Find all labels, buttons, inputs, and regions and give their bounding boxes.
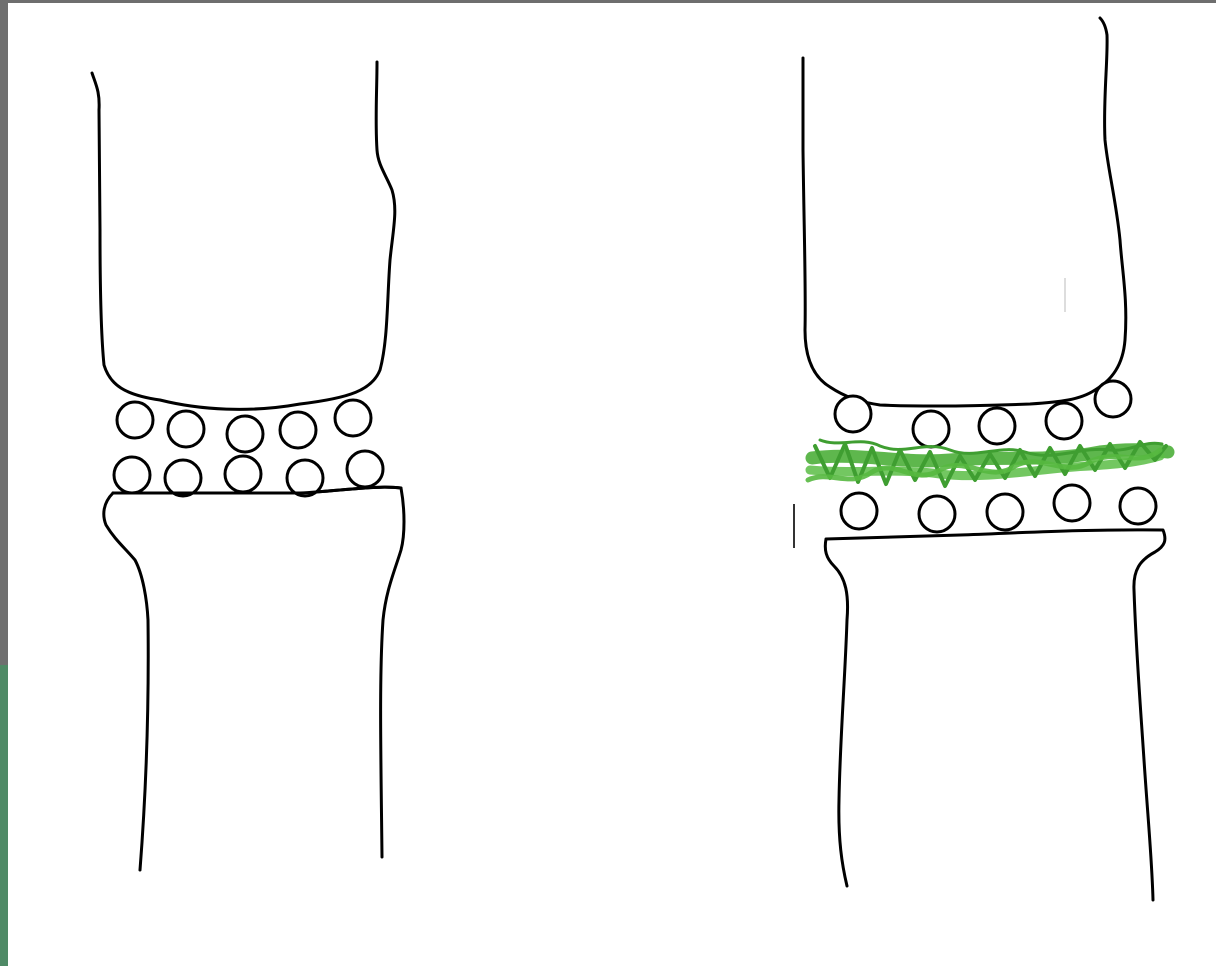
left-ball-row-top [117, 400, 371, 452]
left-lower-bone [104, 487, 404, 870]
right-ball [1120, 488, 1156, 524]
left-ball [347, 451, 383, 487]
left-ball [335, 400, 371, 436]
left-ball [114, 457, 150, 493]
right-joint-drawing [794, 18, 1168, 900]
green-scribble-layer [808, 440, 1168, 486]
right-ball-row-top [835, 381, 1131, 447]
left-upper-bone [92, 62, 395, 409]
left-ball [117, 402, 153, 438]
right-ball [841, 493, 877, 529]
right-ball [1054, 485, 1090, 521]
left-ball [168, 411, 204, 447]
right-ball [913, 411, 949, 447]
left-ball [280, 412, 316, 448]
right-ball [1046, 403, 1082, 439]
right-ball [1095, 381, 1131, 417]
left-ball [227, 416, 263, 452]
right-ball [987, 494, 1023, 530]
right-lower-bone [825, 530, 1165, 900]
right-upper-bone [803, 18, 1126, 406]
left-ball [225, 456, 261, 492]
right-ball [835, 396, 871, 432]
left-lower-bone-top-edge [113, 487, 401, 493]
left-joint-drawing [92, 62, 404, 870]
right-ball [919, 496, 955, 532]
left-ball [165, 460, 201, 496]
right-ball [979, 408, 1015, 444]
right-ball-row-bottom [841, 485, 1156, 532]
